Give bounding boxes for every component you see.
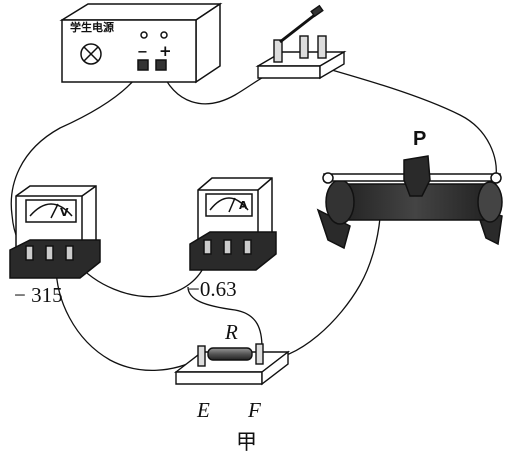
terminal-F-label: F: [248, 398, 261, 422]
wire-switch-rheostat: [317, 65, 497, 176]
wire-ammeter-F: [187, 286, 263, 349]
wire-F-rheostat: [261, 217, 381, 361]
knife-switch: [255, 4, 347, 80]
resistor-R: [207, 347, 253, 361]
power-minus-label: −: [137, 45, 148, 60]
wire-voltmeter-ammeter: [75, 261, 207, 298]
power-supply-label: 学生电源: [70, 21, 114, 34]
ammeter-scale-label: −0.63: [188, 277, 237, 301]
resistor-board: [173, 343, 291, 386]
voltmeter-scale-label: − 315: [14, 283, 63, 307]
figure-caption: 甲: [236, 430, 257, 454]
power-plus-label: +: [159, 42, 172, 60]
rheostat-slider-label: P: [413, 128, 427, 150]
rheostat-slider: [403, 155, 431, 197]
ammeter: [189, 177, 277, 271]
ammeter-symbol: A: [239, 199, 248, 212]
power-supply: [59, 2, 223, 84]
resistor-label: R: [225, 320, 238, 344]
voltmeter: [9, 185, 101, 279]
rheostat: [316, 155, 503, 250]
voltmeter-symbol: V: [60, 206, 69, 219]
wire-voltmeter-E: [55, 261, 201, 371]
terminal-E-label: E: [197, 398, 210, 422]
